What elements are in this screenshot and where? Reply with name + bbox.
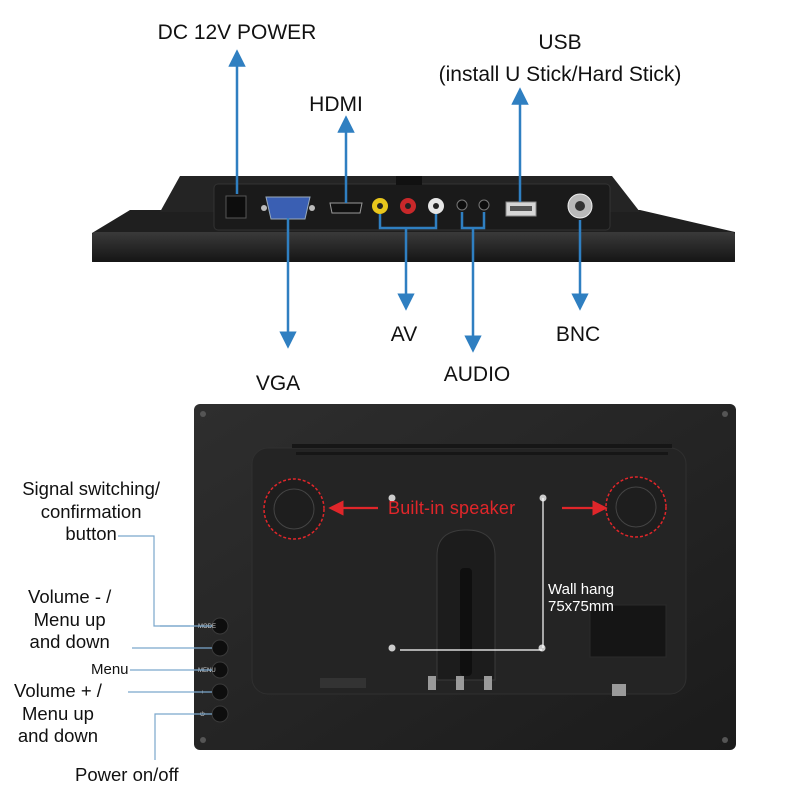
usb-sublabel: (install U Stick/Hard Stick)	[438, 63, 682, 86]
plus-mark: +	[201, 690, 205, 696]
av-label: AV	[390, 323, 418, 346]
signal-line2: confirmation	[40, 500, 142, 522]
volume-plus-label: Volume + / Menu up and down	[14, 680, 102, 748]
port-arrows	[228, 49, 589, 353]
power-button-icon	[211, 705, 229, 723]
signal-switching-label: Signal switching/ confirmation button	[22, 478, 160, 546]
volume-plus-button-icon	[211, 683, 229, 701]
dc-jack-icon	[225, 195, 247, 219]
monitor-back-view: MODE − MENU + ⏻	[194, 404, 736, 750]
vga-port-icon	[261, 196, 315, 220]
wall-hang-line1: Wall hang	[548, 581, 615, 598]
volume-minus-line3: and down	[29, 631, 110, 652]
volume-minus-line1: Volume - /	[28, 586, 112, 607]
audio-label: AUDIO	[443, 363, 511, 386]
volume-plus-line2: Menu up	[21, 702, 94, 724]
speaker-grille-icon	[263, 478, 325, 540]
monitor-edge-view	[92, 176, 735, 262]
bnc-port-icon	[567, 193, 593, 219]
audio-jack-icon	[456, 199, 468, 211]
mode-mark: MODE	[198, 624, 216, 630]
signal-line1: Signal switching/	[22, 478, 160, 499]
signal-line3: button	[65, 523, 117, 544]
wall-hang-line2: 75x75mm	[548, 598, 614, 615]
volume-plus-line3: and down	[17, 725, 99, 746]
volume-minus-label: Volume - / Menu up and down	[28, 586, 111, 654]
leader-lines	[118, 535, 212, 760]
volume-minus-line2: Menu up	[33, 608, 106, 630]
side-buttons	[211, 617, 229, 723]
usb-label: USB	[538, 31, 582, 54]
menu-label: Menu	[91, 661, 129, 678]
wall-hang-label: Wall hang 75x75mm	[548, 581, 614, 615]
minus-mark: −	[201, 646, 205, 652]
speaker-label: Built-in speaker	[388, 498, 516, 518]
vga-label: VGA	[255, 372, 301, 395]
bnc-label: BNC	[555, 323, 601, 346]
menu-mark: MENU	[198, 668, 216, 674]
speaker-grille-icon	[605, 476, 667, 538]
dc-power-label: DC 12V POWER	[157, 21, 317, 44]
volume-minus-button-icon	[211, 639, 229, 657]
power-label: Power on/off	[75, 764, 179, 785]
hdmi-port-icon	[329, 202, 363, 214]
volume-plus-line1: Volume + /	[14, 680, 102, 701]
hdmi-label: HDMI	[309, 93, 363, 116]
